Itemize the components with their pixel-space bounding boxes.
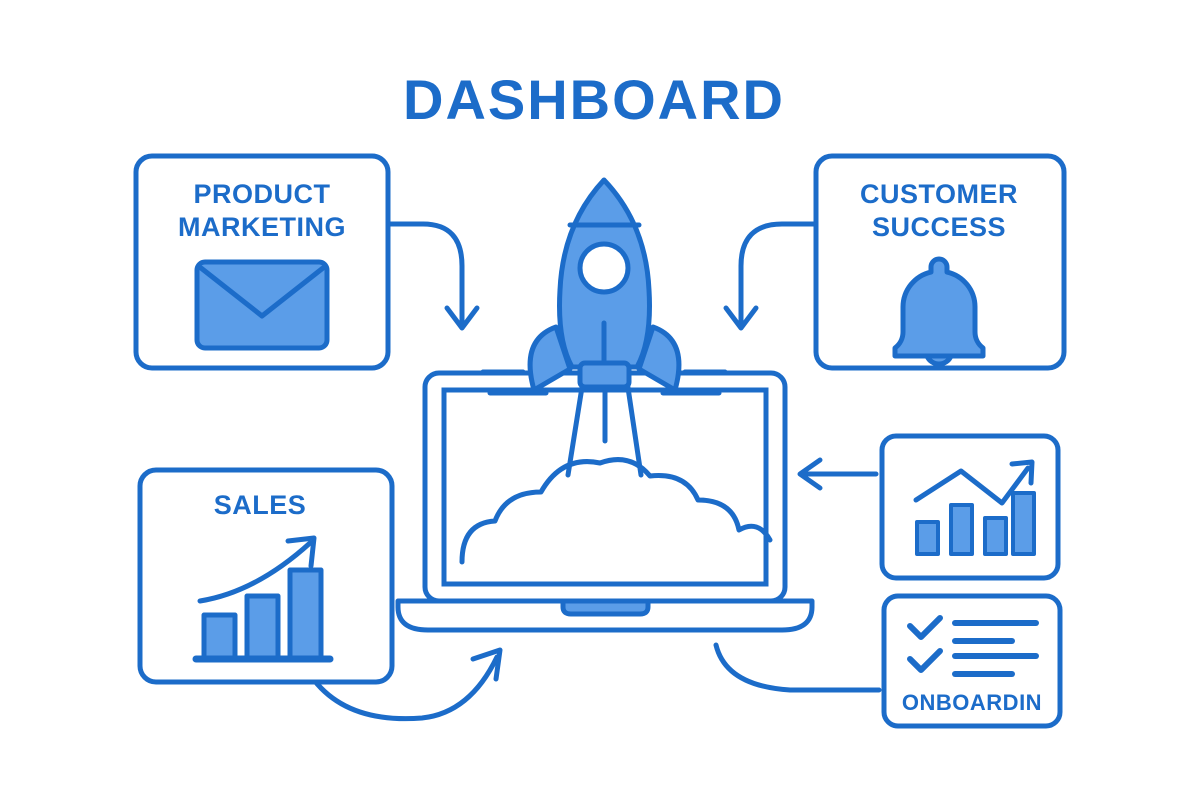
check-icon-1 (907, 615, 943, 640)
cloud-icon (459, 457, 773, 565)
bell-icon (892, 256, 986, 367)
rocket-fin-right (636, 324, 682, 393)
card-onboarding-label: ONBOARDIN (902, 690, 1042, 715)
page-title: DASHBOARD (403, 68, 785, 131)
card-product-marketing-title-line2: MARKETING (178, 212, 346, 242)
card-analytics[interactable] (879, 433, 1061, 581)
rocket-fin-left (527, 324, 573, 393)
checklist-icon (907, 615, 1039, 677)
card-customer-success[interactable]: CUSTOMER SUCCESS (813, 153, 1067, 371)
rocket-window (577, 241, 631, 295)
envelope-icon (194, 259, 330, 351)
card-onboarding[interactable]: ONBOARDIN (881, 593, 1063, 729)
connector-laptop-to-onboarding (713, 642, 882, 693)
card-product-marketing[interactable]: PRODUCT MARKETING (133, 153, 391, 371)
laptop-icon (395, 370, 815, 633)
bar-chart-growth-icon (192, 535, 334, 663)
rocket-exhaust-trail (565, 378, 644, 478)
card-product-marketing-title-line1: PRODUCT (194, 179, 331, 209)
card-customer-success-title-line2: SUCCESS (872, 212, 1006, 242)
rocket-speed-lines (480, 369, 728, 396)
connector-sales-to-laptop (308, 647, 503, 722)
card-sales-title: SALES (214, 490, 307, 520)
laptop-trackpad (560, 598, 651, 617)
bar-chart-arrow-icon (913, 459, 1036, 556)
connector-customer-success-to-laptop (723, 221, 817, 331)
check-icon-2 (907, 648, 943, 673)
rocket-icon (480, 177, 728, 396)
connector-analytics-to-laptop (797, 457, 879, 491)
card-customer-success-title-line1: CUSTOMER (860, 179, 1018, 209)
rocket-nozzle (577, 360, 632, 390)
connector-product-marketing-to-laptop (386, 221, 480, 331)
card-sales[interactable]: SALES (137, 467, 395, 685)
